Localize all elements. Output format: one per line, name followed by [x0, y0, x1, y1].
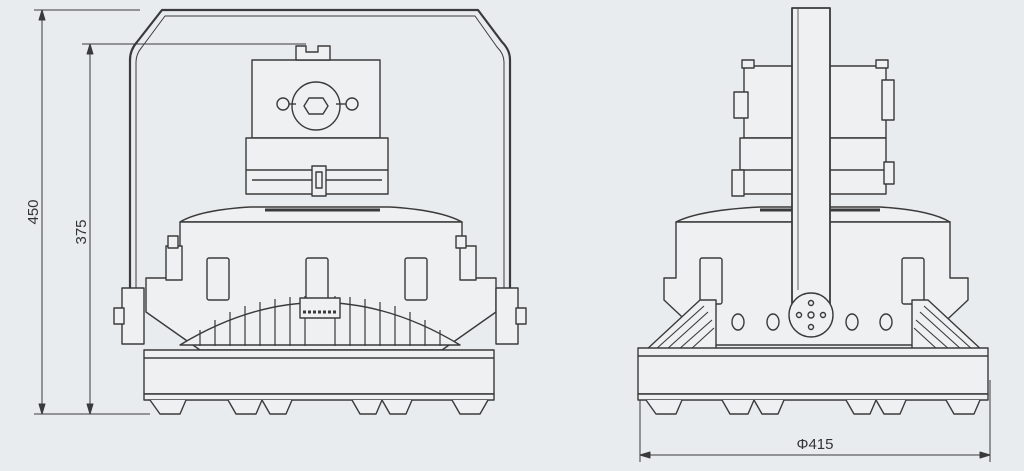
- dimension-overall-height: [34, 9, 150, 415]
- side-view: [637, 7, 989, 415]
- diameter-label: Φ415: [797, 436, 834, 453]
- body-height-label: 375: [73, 219, 90, 244]
- side-bottom-ring: [637, 347, 989, 395]
- dimension-diameter: [639, 380, 991, 462]
- dimension-body-height: [82, 43, 306, 415]
- overall-height-label: 450: [25, 199, 42, 224]
- side-feet: [645, 399, 981, 415]
- front-dome: [179, 206, 463, 223]
- side-vent-holes: [731, 313, 893, 331]
- front-bracket: [128, 8, 512, 312]
- front-view: [113, 8, 527, 415]
- front-feet: [149, 399, 489, 415]
- front-bottom-ring: [143, 349, 495, 395]
